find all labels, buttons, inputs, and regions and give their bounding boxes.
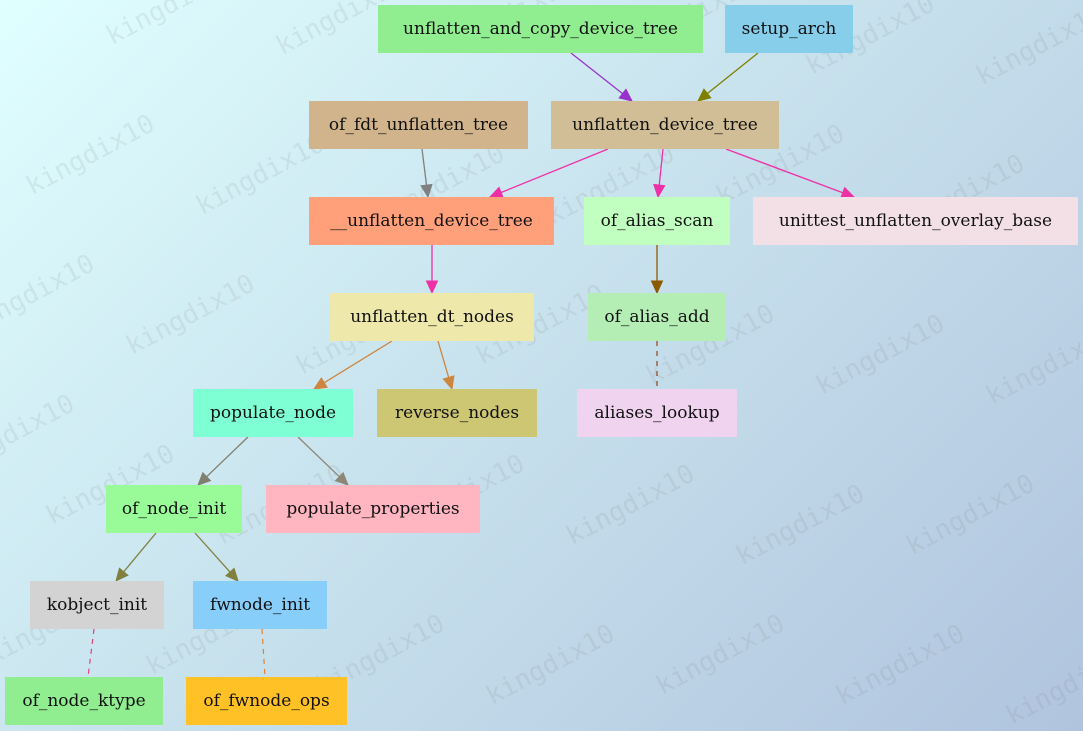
node-of-node-ktype[interactable]: of_node_ktype	[5, 677, 163, 725]
node-populate-node[interactable]: populate_node	[193, 389, 353, 437]
node-of-fwnode-ops[interactable]: of_fwnode_ops	[186, 677, 347, 725]
edge-n1-n4	[570, 52, 633, 102]
edge-line	[658, 148, 664, 186]
edge-line	[725, 148, 843, 194]
edge-arrowhead	[334, 471, 349, 486]
edge-n4-n6	[653, 148, 666, 199]
edge-n8-n10	[312, 340, 393, 390]
edge-n4-n5	[488, 148, 609, 199]
edge-line	[123, 532, 157, 573]
edge-line	[500, 148, 609, 194]
edge-arrowhead	[425, 280, 439, 295]
node-reverse-nodes[interactable]: reverse_nodes	[377, 389, 537, 437]
node-fwnode-init[interactable]: fwnode_init	[193, 581, 327, 629]
edge-n6-n9	[650, 245, 664, 295]
edge-line	[261, 628, 266, 678]
node-kobject-init[interactable]: kobject_init	[30, 581, 164, 629]
edge-arrowhead	[224, 567, 239, 582]
edge-arrowhead	[420, 183, 433, 199]
edge-line	[570, 52, 623, 95]
edge-arrowhead	[650, 280, 664, 295]
edge-line	[706, 52, 759, 95]
edge-line	[206, 436, 249, 478]
node-unflatten-and-copy-device-tree[interactable]: unflatten_and_copy_device_tree	[378, 5, 703, 53]
node-unflatten-dt-nodes[interactable]: unflatten_dt_nodes	[330, 293, 534, 341]
node-of-node-init[interactable]: of_node_init	[106, 485, 242, 533]
edge-n10-n14	[297, 436, 349, 486]
edge-arrowhead	[197, 471, 212, 486]
edge-n10-n13	[197, 436, 249, 486]
edge-line	[297, 436, 340, 478]
node-of-alias-scan[interactable]: of_alias_scan	[584, 197, 730, 245]
edge-n8-n11	[437, 340, 455, 391]
edge-arrowhead	[312, 377, 328, 390]
edge-arrowhead	[442, 375, 455, 391]
edge-line	[323, 340, 393, 384]
edge-line	[87, 628, 95, 678]
edge-arrowhead	[653, 183, 666, 199]
node-setup-arch[interactable]: setup_arch	[725, 5, 853, 53]
edge-arrowhead	[115, 567, 129, 582]
edge-arrowhead	[618, 88, 633, 102]
edge-n13-n15	[115, 532, 157, 582]
edge-n2-n4	[697, 52, 759, 102]
edge-n15-n17	[87, 628, 95, 678]
edge-line	[194, 532, 231, 573]
node-of-fdt-unflatten-tree[interactable]: of_fdt_unflatten_tree	[309, 101, 528, 149]
edge-line	[421, 148, 428, 186]
edge-line	[437, 340, 450, 378]
edge-arrowhead	[697, 88, 712, 102]
node-unflatten-device-tree[interactable]: unflatten_device_tree	[551, 101, 779, 149]
node-populate-properties[interactable]: populate_properties	[266, 485, 480, 533]
edge-n3-n5	[420, 148, 433, 199]
edge-n13-n16	[194, 532, 239, 582]
node-unflatten-device-tree[interactable]: __unflatten_device_tree	[309, 197, 554, 245]
edge-n5-n8	[425, 245, 439, 295]
node-unittest-unflatten-overlay-base[interactable]: unittest_unflatten_overlay_base	[753, 197, 1078, 245]
node-of-alias-add[interactable]: of_alias_add	[588, 293, 726, 341]
node-aliases-lookup[interactable]: aliases_lookup	[577, 389, 737, 437]
edge-n16-n18	[261, 628, 266, 678]
edge-n4-n7	[725, 148, 856, 199]
